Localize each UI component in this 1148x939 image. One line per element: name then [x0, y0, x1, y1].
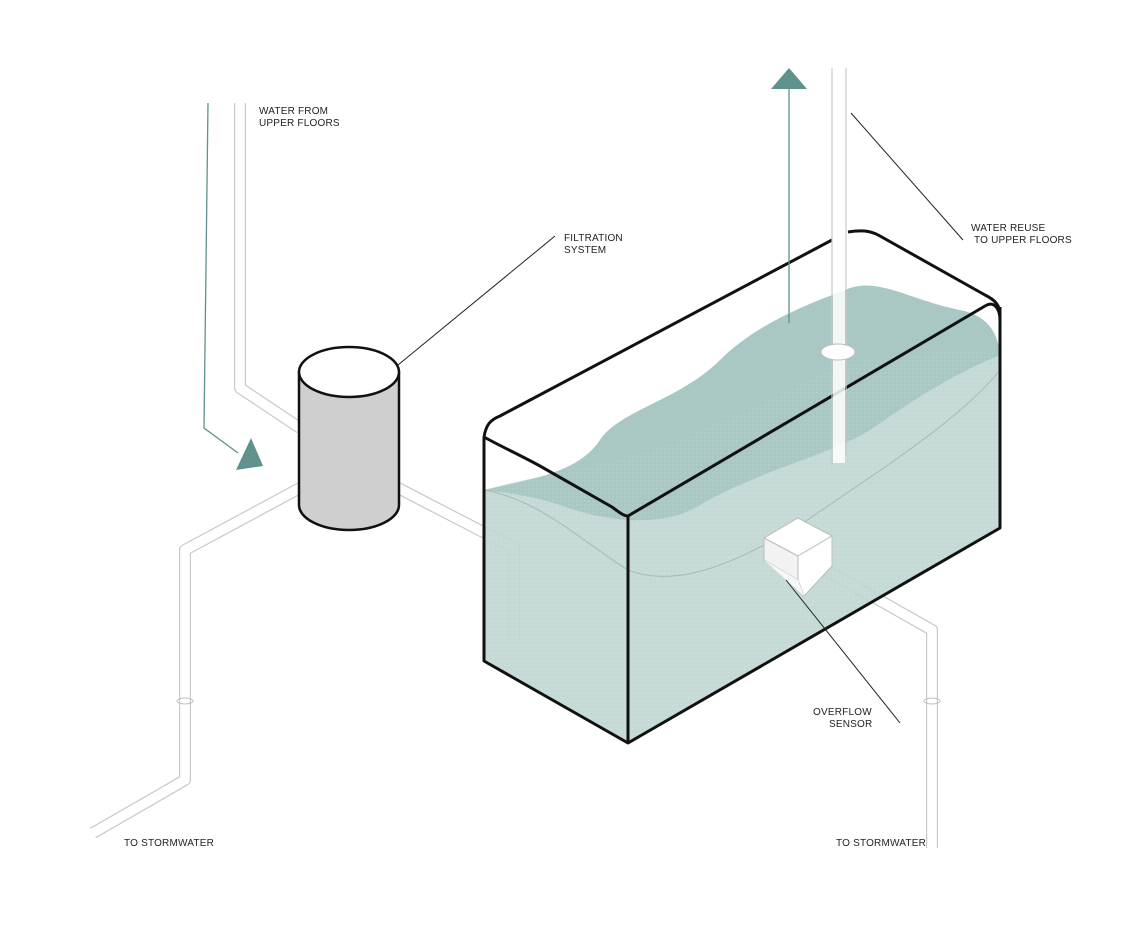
arrow-up-icon	[771, 68, 807, 323]
label-overflow-sensor: OVERFLOW SENSOR	[813, 707, 872, 730]
svg-text:SENSOR: SENSOR	[829, 719, 872, 730]
reuse-pipe	[820, 68, 856, 465]
label-to-stormwater-left: TO STORMWATER	[124, 838, 214, 849]
svg-text:SYSTEM: SYSTEM	[564, 245, 606, 256]
pipe-coupling	[176, 697, 194, 705]
tank-outline	[482, 238, 1002, 745]
label-filtration-system: FILTRATION SYSTEM	[564, 233, 623, 256]
overflow-sensor	[762, 517, 834, 597]
label-water-reuse: WATER REUSE TO UPPER FLOORS	[971, 223, 1072, 246]
svg-text:UPPER FLOORS: UPPER FLOORS	[259, 118, 340, 129]
label-to-stormwater-right: TO STORMWATER	[836, 838, 926, 849]
svg-text:WATER REUSE: WATER REUSE	[971, 223, 1046, 234]
pipe-coupling	[923, 697, 941, 705]
svg-text:OVERFLOW: OVERFLOW	[813, 707, 872, 718]
storage-tank	[482, 68, 1002, 745]
left-stormwater-pipe	[90, 482, 303, 839]
label-water-from-upper-floors: WATER FROM UPPER FLOORS	[259, 106, 340, 129]
pipe-intake	[820, 343, 856, 361]
leader-lines	[397, 112, 964, 724]
filtration-cylinder	[297, 345, 401, 532]
svg-text:FILTRATION: FILTRATION	[564, 233, 623, 244]
svg-text:TO UPPER FLOORS: TO UPPER FLOORS	[974, 235, 1072, 246]
svg-text:WATER FROM: WATER FROM	[259, 106, 328, 117]
inlet-pipe	[234, 103, 304, 433]
arrow-down-right-icon	[203, 102, 263, 470]
